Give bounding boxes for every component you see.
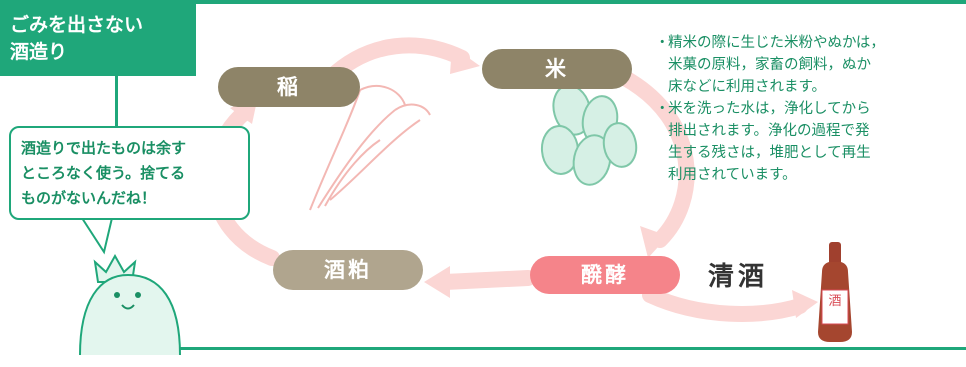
note-text: 精米の際に生じた米粉やぬかは， 米菓の原料，家畜の飼料，ぬか 床などに利用されま… xyxy=(668,35,885,95)
mascot xyxy=(79,253,181,356)
product-label: 清酒 xyxy=(708,262,769,292)
speech-bubble: 酒造りで出たものは余す ところなく使う。捨てる ものがないんだね！ xyxy=(9,126,250,220)
bottle-label: 酒 xyxy=(828,294,842,309)
note-bullet: ・ xyxy=(655,35,670,51)
cycle-node-hakko: 醗酵 xyxy=(530,256,680,294)
arrow-head-kasu xyxy=(424,266,450,298)
title-connector-line xyxy=(115,76,118,126)
arrow-head-hakko xyxy=(640,226,668,258)
notes-list: ・ 精米の際に生じた米粉やぬかは， 米菓の原料，家畜の飼料，ぬか 床などに利用さ… xyxy=(655,32,960,186)
title-box: ごみを出さない 酒造り xyxy=(0,0,196,76)
note-item: ・ 米を洗った水は，浄化してから 排出されます。浄化の過程で発 生する残さは，堆… xyxy=(655,98,960,186)
arrow-head-kome xyxy=(450,46,480,74)
note-text: 米を洗った水は，浄化してから 排出されます。浄化の過程で発 生する残さは，堆肥と… xyxy=(668,101,871,183)
arrow-kome-to-hakko xyxy=(617,70,695,248)
mascot-eye-left xyxy=(114,292,120,298)
sake-bottle-illustration xyxy=(818,242,852,342)
arrow-ine-to-kome xyxy=(322,37,470,86)
mascot-mouth xyxy=(121,304,135,310)
rice-plant-illustration xyxy=(309,85,431,211)
arrow-head-sake xyxy=(792,290,818,318)
rice-grain-illustration xyxy=(540,84,638,186)
cycle-node-ine: 稲 xyxy=(218,67,360,107)
cycle-node-kasu: 酒粕 xyxy=(273,250,423,290)
cycle-node-kome: 米 xyxy=(482,49,632,89)
note-bullet: ・ xyxy=(655,101,670,117)
note-item: ・ 精米の際に生じた米粉やぬかは， 米菓の原料，家畜の飼料，ぬか 床などに利用さ… xyxy=(655,32,960,98)
mascot-eye-right xyxy=(135,292,141,298)
arrow-hakko-to-sake xyxy=(642,287,808,322)
frame-bottom-line xyxy=(180,347,966,350)
frame-top-line xyxy=(0,0,966,4)
arrow-hakko-to-kasu xyxy=(437,270,536,290)
